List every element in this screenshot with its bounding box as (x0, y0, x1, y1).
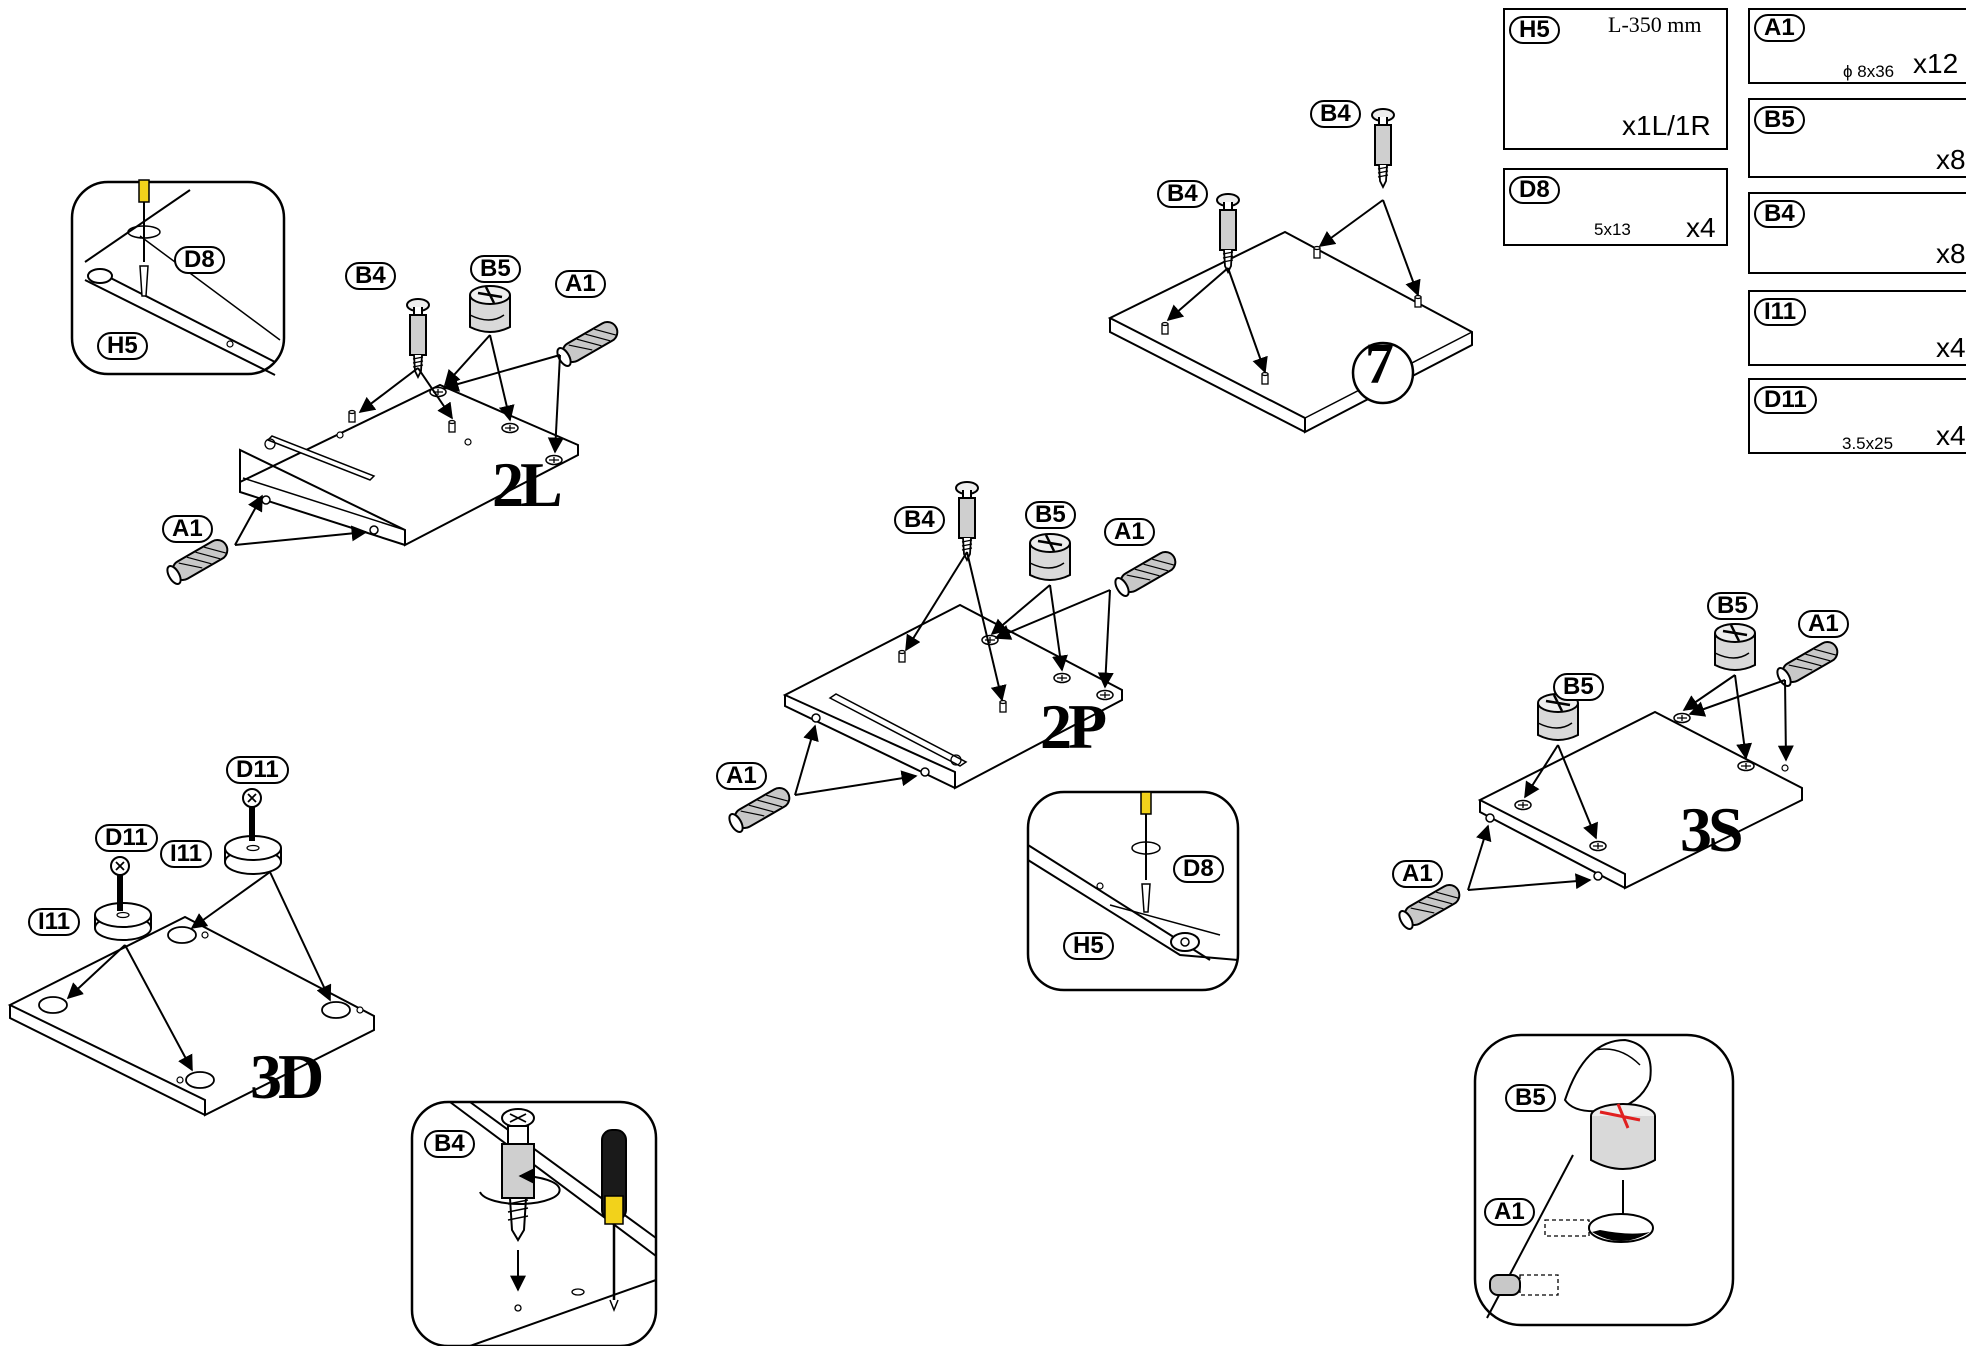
callout-b5-2l: B5 (470, 255, 521, 283)
callout-b5-inset: B5 (1505, 1084, 1556, 1112)
part-size-d8: 5x13 (1594, 220, 1631, 239)
callout-h5-left: H5 (97, 332, 148, 360)
step-3d-drawing (7, 788, 375, 1117)
callout-i11-3d-right: I11 (160, 840, 213, 868)
callout-a1-2p-bottom: A1 (716, 762, 767, 790)
part-code-b4: B4 (1754, 200, 1805, 228)
part-length-h5: L-350 mm (1608, 12, 1702, 37)
part-qty-i11: x4 (1936, 332, 1966, 363)
callout-b4-7-top: B4 (1310, 100, 1361, 128)
part-qty-b4: x8 (1936, 238, 1966, 269)
step-number-2l: 2L (492, 449, 563, 520)
step-3s-drawing (1395, 622, 1842, 933)
part-code-d8: D8 (1509, 176, 1560, 204)
step-7-drawing (1107, 108, 1473, 434)
callout-b4-2p: B4 (894, 506, 945, 534)
callout-i11-3d-left: I11 (28, 908, 81, 936)
callout-a1-3s-top: A1 (1798, 610, 1849, 638)
callout-b4-7-left: B4 (1157, 180, 1208, 208)
part-qty-d11: x4 (1936, 420, 1966, 451)
step-number-3d: 3D (250, 1041, 324, 1112)
part-code-d11: D11 (1754, 386, 1817, 414)
part-code-h5: H5 (1509, 16, 1560, 44)
callout-h5-right: H5 (1063, 932, 1114, 960)
step-2p-drawing (725, 481, 1180, 836)
part-code-a1: A1 (1754, 14, 1805, 42)
step-number-7: 7 (1365, 331, 1394, 396)
callout-b4-inset: B4 (424, 1130, 475, 1158)
callout-a1-inset: A1 (1484, 1198, 1535, 1226)
part-size-a1: ϕ 8x36 (1843, 62, 1895, 81)
step-number-3s: 3S (1680, 794, 1744, 865)
part-qty-a1: x12 (1913, 48, 1959, 79)
part-qty-b5: x8 (1936, 144, 1966, 175)
callout-d11-3d-right: D11 (226, 756, 289, 784)
part-qty-d8: x4 (1686, 212, 1716, 243)
callout-b5-2p: B5 (1025, 501, 1076, 529)
callout-b5-3s-left: B5 (1553, 673, 1604, 701)
part-box-i11 (1748, 290, 1966, 366)
detail-inset-d8-h5-left (70, 179, 286, 376)
callout-d8-right: D8 (1173, 855, 1224, 883)
callout-a1-2p-top: A1 (1104, 518, 1155, 546)
callout-a1-2l-bottom: A1 (162, 515, 213, 543)
detail-inset-b5-thumb (1473, 1033, 1735, 1327)
part-qty-h5: x1L/1R (1622, 110, 1711, 141)
part-code-i11: I11 (1754, 298, 1807, 326)
callout-a1-2l-top: A1 (555, 270, 606, 298)
step-2l-drawing (163, 284, 622, 588)
callout-b5-3s-top: B5 (1707, 592, 1758, 620)
detail-inset-d8-h5-right (1026, 790, 1240, 992)
callout-b4-2l: B4 (345, 262, 396, 290)
callout-d8-left: D8 (174, 246, 225, 274)
callout-a1-3s-bottom: A1 (1392, 860, 1443, 888)
part-size-d11: 3.5x25 (1842, 434, 1894, 453)
part-code-b5: B5 (1754, 106, 1805, 134)
callout-d11-3d-left: D11 (95, 824, 158, 852)
step-number-2p: 2P (1040, 691, 1107, 762)
detail-inset-b4 (410, 1100, 658, 1346)
